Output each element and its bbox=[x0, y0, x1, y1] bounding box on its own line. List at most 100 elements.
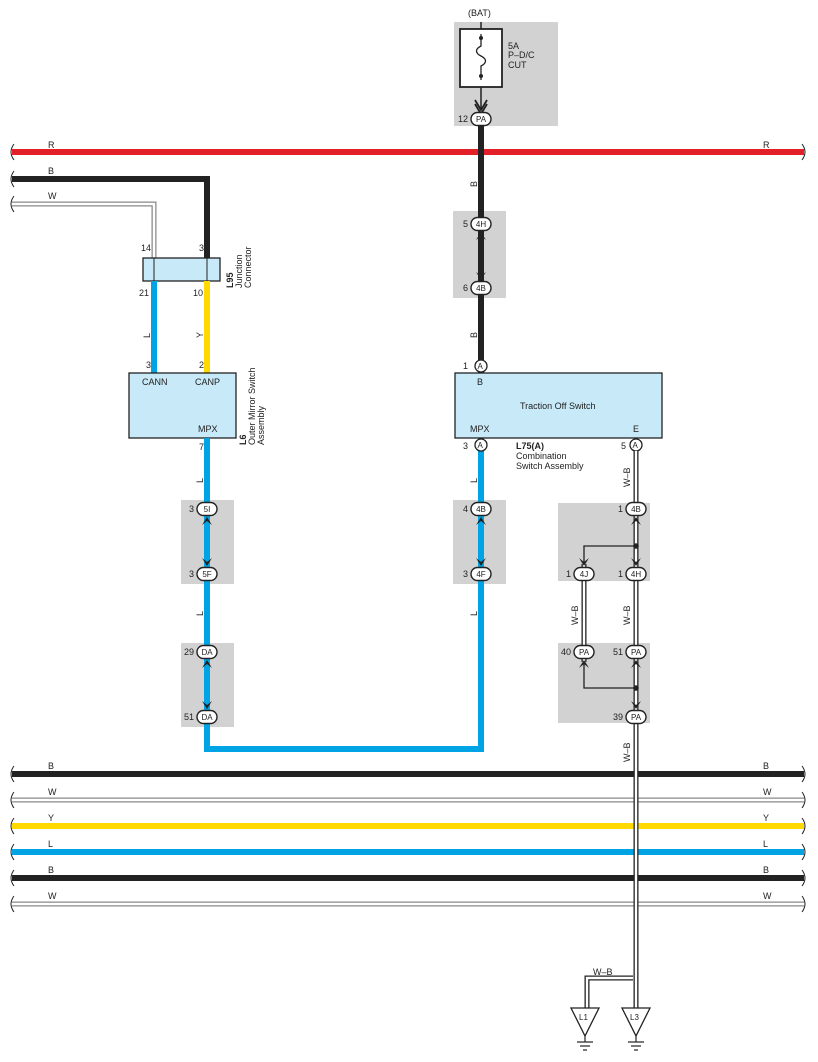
fuse-icon bbox=[475, 34, 487, 80]
svg-text:A: A bbox=[633, 441, 639, 450]
wire-label-wb-2: W–B bbox=[570, 605, 580, 625]
traction-conn-a-e: A bbox=[629, 438, 643, 452]
svg-text:A: A bbox=[478, 362, 484, 371]
mirror-pin-cann: 3 bbox=[146, 360, 151, 370]
connector-arrow-icon bbox=[202, 701, 212, 709]
connector-pin-label: 3 bbox=[189, 504, 194, 514]
connector-pin-label: 6 bbox=[463, 283, 468, 293]
connector-id-label: 5I bbox=[204, 505, 211, 514]
connector-pin-label: 1 bbox=[618, 569, 623, 579]
connector-id-label: 4H bbox=[476, 220, 486, 229]
traction-label-b: B bbox=[477, 377, 483, 387]
fuse-name-2: CUT bbox=[508, 60, 527, 70]
bottom-bus-wires bbox=[12, 771, 804, 907]
wire-label-r-right: R bbox=[763, 140, 770, 150]
connector-arrow-icon bbox=[202, 517, 212, 525]
junction-code: L95 bbox=[225, 272, 235, 288]
traction-pin-mpx: 3 bbox=[463, 441, 468, 451]
bus-break-marks-bottom bbox=[10, 765, 806, 913]
junction-pin-21: 21 bbox=[139, 288, 149, 298]
connector-pin-label: 3 bbox=[189, 569, 194, 579]
wire-label-wb-3: W–B bbox=[622, 605, 632, 625]
connector-c-4h-top: 4H5 bbox=[463, 216, 492, 240]
connector-pin-label: 12 bbox=[458, 114, 468, 124]
connector-c-5i: 5I 3 bbox=[189, 501, 218, 525]
connector-id-label: 5F bbox=[202, 570, 211, 579]
traction-name-1: Combination bbox=[516, 451, 567, 461]
connector-arrow-icon bbox=[631, 701, 641, 709]
ground-l1-icon: L1 bbox=[569, 1007, 601, 1051]
wire-label-wb-1: W–B bbox=[622, 467, 632, 487]
wire-label-l-mpx-2: L bbox=[195, 611, 205, 616]
wire-label-l-mpx-4: L bbox=[469, 611, 479, 616]
mirror-pin-canp: 2 bbox=[199, 360, 204, 370]
connector-c-4h-right: 4H 1 bbox=[618, 558, 647, 582]
connector-arrow-icon bbox=[579, 660, 589, 668]
traction-label-mpx: MPX bbox=[470, 424, 490, 434]
junction-name-2: Connector bbox=[243, 246, 253, 288]
wire-label-l-mpx-3: L bbox=[469, 478, 479, 483]
traction-off-switch bbox=[454, 372, 663, 439]
connector-pin-label: 29 bbox=[184, 647, 194, 657]
outer-mirror-switch bbox=[128, 372, 237, 439]
connector-id-label: PA bbox=[631, 713, 642, 722]
wire-label-wb-4: W–B bbox=[622, 742, 632, 762]
wire-label-l-cann: L bbox=[142, 333, 152, 338]
mirror-label-mpx: MPX bbox=[198, 424, 218, 434]
traction-code: L75(A) bbox=[516, 441, 544, 451]
bus-label-w2-left: W bbox=[48, 891, 57, 901]
connector-id-label: 4H bbox=[631, 570, 641, 579]
bus-label-l-left: L bbox=[48, 839, 53, 849]
svg-text:A: A bbox=[478, 441, 484, 450]
connector-id-label: PA bbox=[631, 648, 642, 657]
connector-c-da51: DA 51 bbox=[184, 701, 218, 725]
connector-c-5f: 5F 3 bbox=[189, 558, 218, 582]
top-bus-wires bbox=[12, 149, 804, 258]
traction-title: Traction Off Switch bbox=[520, 401, 596, 411]
connector-pin-label: 51 bbox=[184, 712, 194, 722]
connector-arrow-icon bbox=[476, 232, 486, 240]
traction-conn-a-mpx: A bbox=[474, 438, 488, 452]
mirror-name-1: Outer Mirror Switch bbox=[247, 367, 257, 445]
junction-connector bbox=[142, 257, 221, 282]
svg-text:L3: L3 bbox=[630, 1013, 639, 1022]
mirror-label-canp: CANP bbox=[195, 377, 220, 387]
fuse-rating: 5A bbox=[508, 41, 519, 51]
connector-arrow-icon bbox=[631, 558, 641, 566]
wire-label-wb-5: W–B bbox=[593, 967, 613, 977]
connector-id-label: PA bbox=[476, 115, 487, 124]
mirror-pin-mpx: 7 bbox=[199, 442, 204, 452]
connector-arrow-icon bbox=[202, 660, 212, 668]
bus-label-b2-left: B bbox=[48, 865, 54, 875]
traction-pin-b: 1 bbox=[463, 361, 468, 371]
connector-id-label: DA bbox=[201, 713, 213, 722]
fuse-source: (BAT) bbox=[468, 8, 491, 18]
connector-pin-label: 1 bbox=[618, 504, 623, 514]
connector-id-label: 4B bbox=[476, 505, 486, 514]
traction-name-2: Switch Assembly bbox=[516, 461, 584, 471]
wire-label-b-top: B bbox=[48, 166, 54, 176]
connector-id-label: 4F bbox=[476, 570, 485, 579]
connector-c-4b-mid: 4B4 bbox=[463, 501, 492, 525]
connector-pin-label: 3 bbox=[463, 569, 468, 579]
connector-pin-label: 40 bbox=[561, 647, 571, 657]
wire-label-l-mpx-1: L bbox=[195, 478, 205, 483]
connector-pin-label: 1 bbox=[566, 569, 571, 579]
wire-label-y-canp: Y bbox=[195, 332, 205, 338]
wire-label-w-top: W bbox=[48, 191, 57, 201]
junction-pin-3: 3 bbox=[199, 243, 204, 253]
bus-label-y-right: Y bbox=[763, 813, 769, 823]
connector-arrow-icon bbox=[631, 660, 641, 668]
bus-label-b2-right: B bbox=[763, 865, 769, 875]
connector-arrow-icon bbox=[476, 558, 486, 566]
connector-arrow-icon bbox=[631, 517, 641, 525]
mirror-name-2: Assembly bbox=[256, 405, 266, 445]
bus-label-l-right: L bbox=[763, 839, 768, 849]
connector-arrow-icon bbox=[202, 558, 212, 566]
mirror-label-cann: CANN bbox=[142, 377, 168, 387]
svg-text:L1: L1 bbox=[579, 1013, 588, 1022]
